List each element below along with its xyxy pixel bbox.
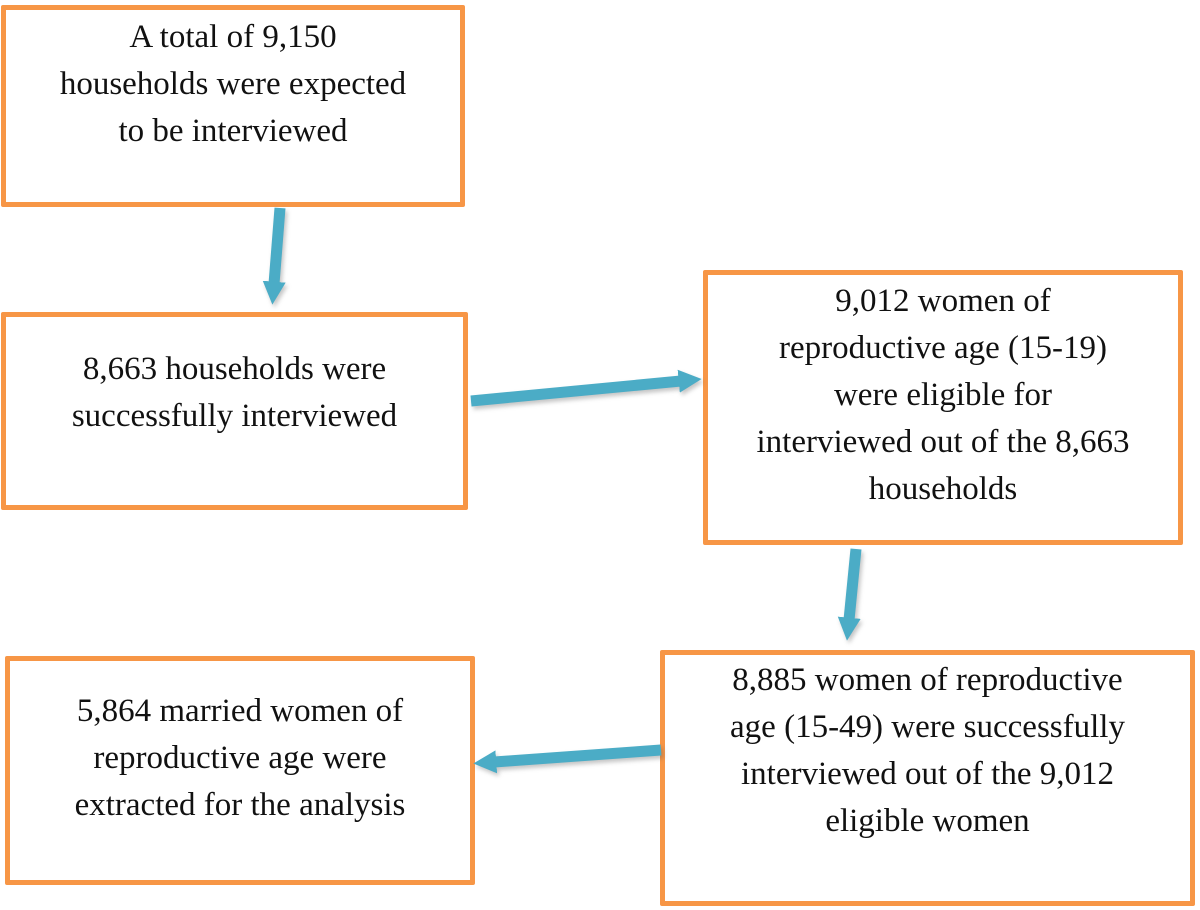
flow-box-interviewed-women: 8,885 women of reproductive age (15-49) … bbox=[660, 650, 1195, 906]
flow-box-analysis-sample: 5,864 married women of reproductive age … bbox=[5, 656, 475, 885]
flow-box-text: 5,864 married women of reproductive age … bbox=[74, 693, 406, 823]
flow-box-expected-households: A total of 9,150 households were expecte… bbox=[1, 5, 465, 207]
arrow-left-women-to-analysis bbox=[473, 744, 662, 774]
arrow-down-eligible-to-interviewed-women bbox=[837, 548, 862, 641]
flow-box-text: A total of 9,150 households were expecte… bbox=[59, 19, 407, 149]
arrow-down-expected-to-interviewed bbox=[262, 207, 286, 305]
flow-box-text: 8,663 households were successfully inter… bbox=[71, 351, 398, 434]
flow-box-interviewed-households: 8,663 households were successfully inter… bbox=[1, 312, 468, 510]
flow-box-text: 9,012 women of reproductive age (15-19) … bbox=[756, 283, 1130, 507]
flow-box-eligible-women: 9,012 women of reproductive age (15-19) … bbox=[703, 270, 1183, 545]
flow-box-text: 8,885 women of reproductive age (15-49) … bbox=[730, 662, 1125, 839]
arrow-right-households-to-eligible bbox=[470, 369, 702, 407]
